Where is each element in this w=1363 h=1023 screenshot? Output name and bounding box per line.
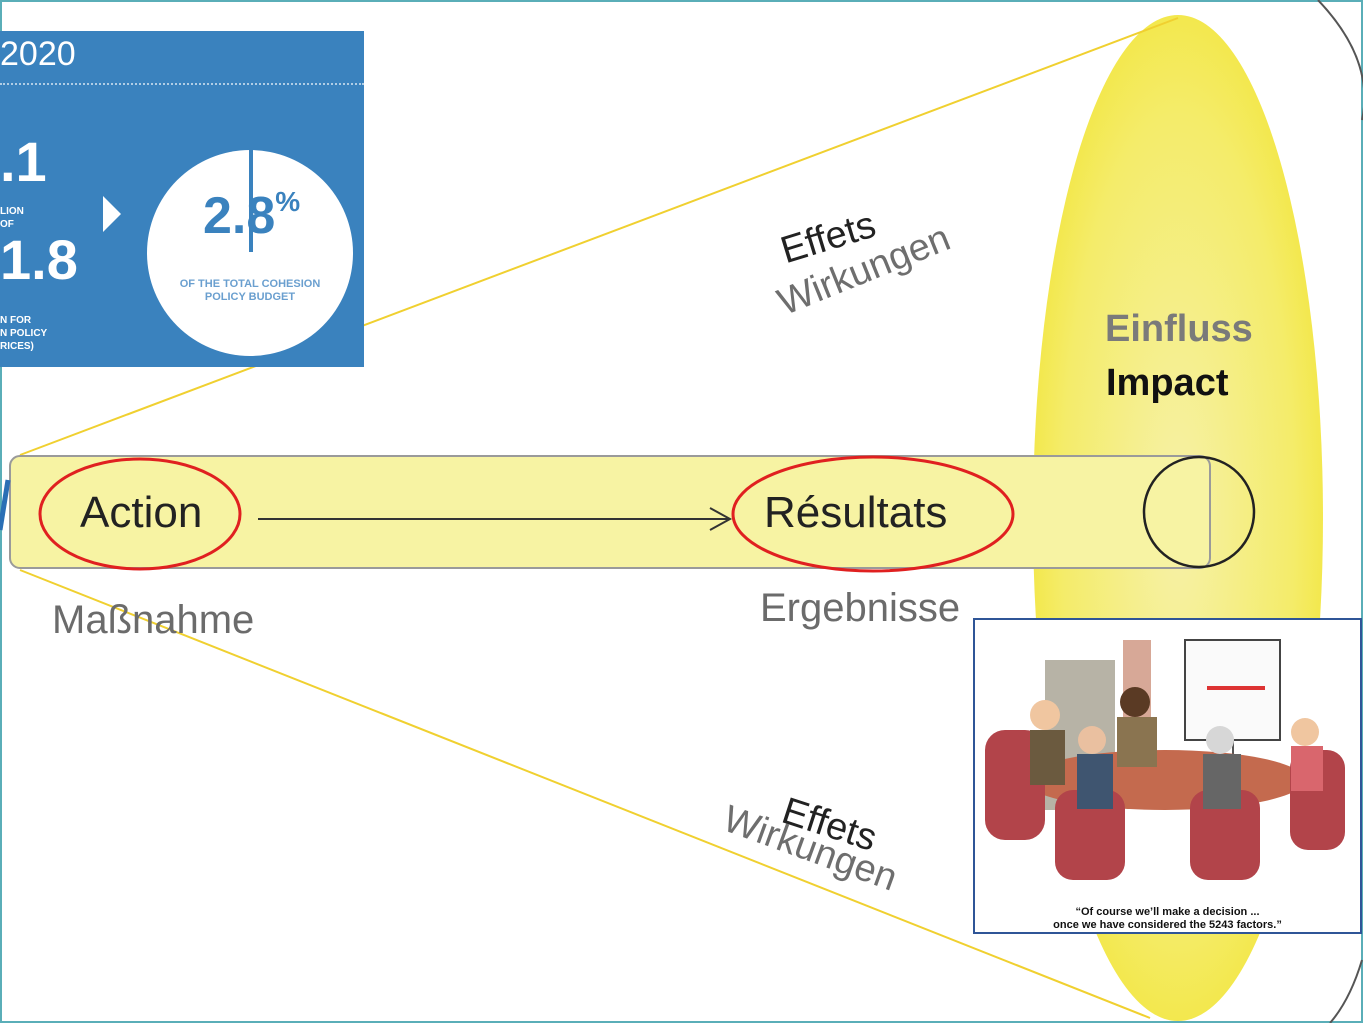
infographic-number-1-sub-b: OF [0,219,14,230]
ergebnisse-label: Ergebnisse [760,586,961,630]
outer-arc-top [1317,0,1363,121]
cohesion-infographic: 2020 .1 LION OF 1.8 N FOR N POLICY RICES… [0,31,364,367]
infographic-number-2-sub-c: RICES) [0,341,34,352]
left-accent [0,479,11,531]
infographic-number-1-sub-a: LION [0,206,24,217]
outer-arc-bottom [1329,959,1363,1023]
impact-label: Impact [1106,362,1229,404]
impact-circle [1142,455,1256,569]
person-2 [1120,687,1150,717]
infographic-number-2-sub-b: N POLICY [0,328,48,339]
resultats-label: Résultats [764,488,948,537]
play-arrow-icon [103,196,121,232]
einfluss-label: Einfluss [1105,308,1253,350]
massnahme-label: Maßnahme [52,598,255,642]
chair-front-right [1190,790,1260,880]
infographic-number-2: 1.8 [0,228,78,291]
chair-front-left [1055,790,1125,880]
process-arrow-head [709,507,733,531]
infographic-divider [0,83,364,85]
percent-sign: % [275,186,301,217]
percent-caption: OF THE TOTAL COHESION POLICY BUDGET [179,278,321,303]
percent-needle [249,150,253,252]
cone-lower-line [19,569,1151,1019]
person-5 [1291,718,1319,746]
infographic-number-1: .1 [0,130,47,193]
person-1 [1030,700,1060,730]
cone-upper-line [19,17,1179,456]
action-ellipse [38,457,242,571]
infographic-number-2-sub-a: N FOR [0,315,32,326]
person-3 [1078,726,1106,754]
process-band [9,455,1211,569]
meeting-cartoon: “Of course we’ll make a decision ... onc… [973,618,1362,934]
percent-circle: 2.8% OF THE TOTAL COHESION POLICY BUDGET [147,150,353,356]
resultats-ellipse [731,455,1015,573]
percent-value: 2.8% [203,186,300,246]
meeting-cartoon-illustration [985,639,1345,880]
percent-number: 2.8 [203,187,276,245]
cartoon-caption-line-1: “Of course we’ll make a decision ... [1075,906,1260,918]
person-4 [1206,726,1234,754]
cartoon-caption: “Of course we’ll make a decision ... onc… [975,906,1360,932]
action-label: Action [80,488,203,537]
cartoon-caption-line-2: once we have considered the 5243 factors… [1053,919,1282,931]
infographic-year: 2020 [0,35,76,73]
